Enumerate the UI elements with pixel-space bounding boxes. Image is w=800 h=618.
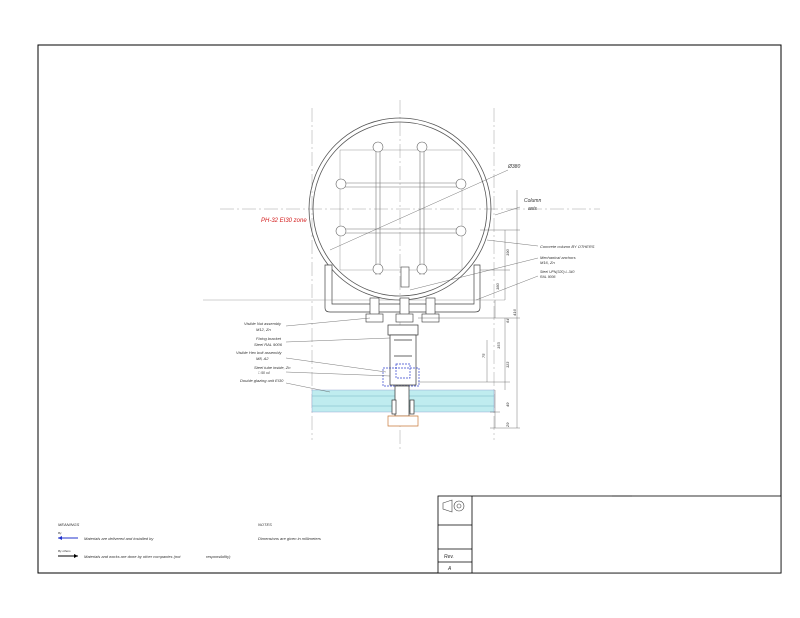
dim-value: 113: [505, 361, 510, 368]
rebar-circles: [335, 141, 467, 275]
callout-bracket: Fixing bracket: [256, 336, 282, 341]
dimension-values: 190 180 416 64 153 75 113 49 29: [481, 249, 517, 428]
callout-tube: Steel tube inside, Zn: [254, 365, 291, 370]
rebar-bars: [340, 145, 465, 275]
channel-bolts: [365, 297, 440, 323]
legend-black-tail: responsibility): [206, 554, 231, 559]
dim-value: 75: [481, 353, 486, 358]
legend-title: MEANINGS: [58, 522, 80, 527]
legend-blue-small: By: [58, 531, 62, 535]
callout-glazing: Double glazing unit EI30: [240, 378, 284, 383]
callout-hexbolt-spec: M8, A2: [256, 356, 269, 361]
right-callouts: Concrete column BY OTHERS Mechanical anc…: [540, 244, 595, 279]
callout-nut: Visible Nut assembly: [244, 321, 282, 326]
dim-value: 49: [505, 402, 510, 407]
legend-blue-text: Materials are delivered and installed by: [84, 536, 154, 541]
dim-value: 180: [495, 283, 500, 290]
dimension-lines: [418, 190, 520, 429]
callout-tube-spec: □ 50 x4: [258, 371, 270, 375]
dim-value: 64: [505, 318, 510, 323]
callout-bracket-spec: Steel RAL 9006: [254, 342, 283, 347]
title-block: [437, 495, 782, 574]
column-axis-label: Column: [524, 198, 541, 204]
dim-value: 416: [512, 309, 517, 316]
bottom-clamp: [387, 385, 419, 427]
notes-text: Dimensions are given in millimeters: [258, 536, 321, 541]
notes-title: NOTES: [258, 522, 272, 527]
legend-black-text: Materials and works are done by other co…: [84, 554, 181, 559]
right-leaders: [409, 206, 539, 301]
anchor-rod: [400, 266, 410, 288]
rev-label: Rev.: [444, 554, 454, 560]
projection-symbol-icon: [442, 499, 465, 513]
upn-channel: [324, 264, 481, 313]
callout-anchors-spec: M16, Zn: [540, 260, 555, 265]
diameter-leader: [329, 169, 509, 251]
notes: NOTES Dimensions are given in millimeter…: [258, 522, 321, 541]
rev-value: A: [447, 566, 452, 572]
callout-anchors: Mechanical anchors: [540, 255, 576, 260]
legend: MEANINGS By Materials are delivered and …: [58, 522, 231, 559]
diameter-label: Ø380: [507, 164, 520, 170]
left-leaders: [285, 317, 391, 393]
dim-value: 29: [505, 422, 510, 428]
column-axis-label: axis: [528, 206, 537, 212]
dim-value: 153: [496, 342, 501, 349]
left-callouts: Visible Nut assembly M12, Zn Fixing brac…: [236, 321, 291, 383]
fixing-bracket: [382, 324, 420, 387]
dim-value: 190: [505, 249, 510, 256]
callout-upn-ral: RAL 9006: [540, 275, 556, 279]
callout-hexbolt: Visible Hex bolt assembly: [236, 350, 283, 355]
callout-upn: Steel UPN(320) L-340: [540, 270, 574, 274]
zone-label: PH-32 EI30 zone: [261, 218, 307, 224]
legend-black-small: By others: [58, 549, 71, 553]
drawing-frame: [37, 44, 782, 574]
callout-concrete-column: Concrete column BY OTHERS: [540, 244, 595, 249]
callout-nut-spec: M12, Zn: [256, 327, 271, 332]
